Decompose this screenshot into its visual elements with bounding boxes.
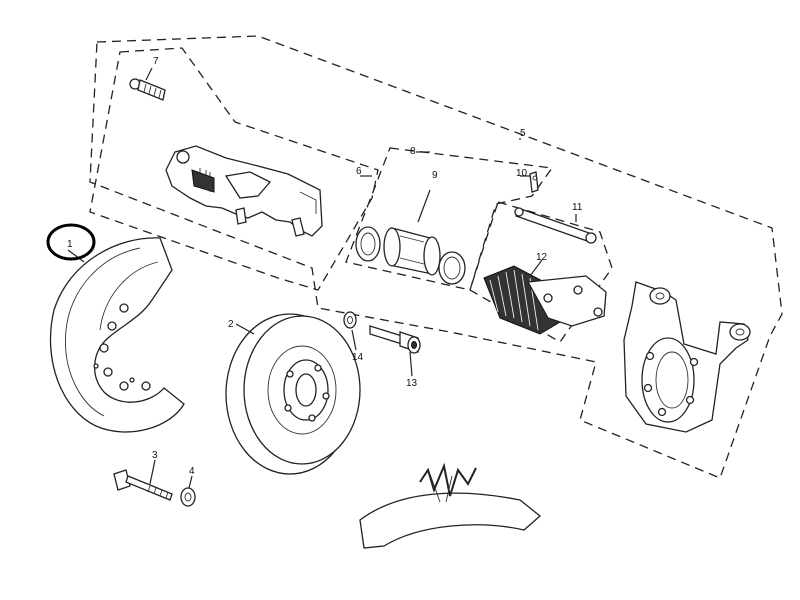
callout-8: 8 [410,146,416,157]
retaining-clip-part-10 [529,171,539,193]
brake-pad-part-12 [483,265,607,335]
brake-disc-part-2 [225,313,361,475]
washer-part-14 [343,311,357,329]
callout-2: 2 [228,319,234,330]
caliper-mounting-bracket [623,281,751,433]
highlight-circle [46,223,96,261]
bolt-part-3 [113,459,173,501]
piston-part-9 [355,189,466,285]
assembly-8-dashed-outline [345,147,554,291]
pad-pin-part-11 [514,207,597,244]
callout-11: 11 [572,202,583,213]
callout-9: 9 [432,170,438,181]
callout-10: 10 [516,168,528,179]
mounting-bolt-part-13 [369,325,421,354]
callout-13: 13 [406,378,418,389]
callout-6: 6 [356,166,362,177]
callout-5: 5 [520,128,526,139]
bleed-screw-part-7 [129,67,166,101]
callout-12: 12 [536,252,548,263]
hand-sketch [359,462,542,549]
assembly-6-dashed-outline [89,47,379,291]
assembly-5-dashed-outline [89,35,783,479]
callout-1: 1 [67,239,73,250]
callout-4: 4 [189,466,195,477]
callout-3: 3 [152,450,158,461]
nut-part-4 [180,475,196,507]
caliper-body-part-6 [165,145,323,237]
callout-14: 14 [352,352,364,363]
dust-shield-part-1 [49,237,185,433]
callout-7: 7 [153,56,159,67]
